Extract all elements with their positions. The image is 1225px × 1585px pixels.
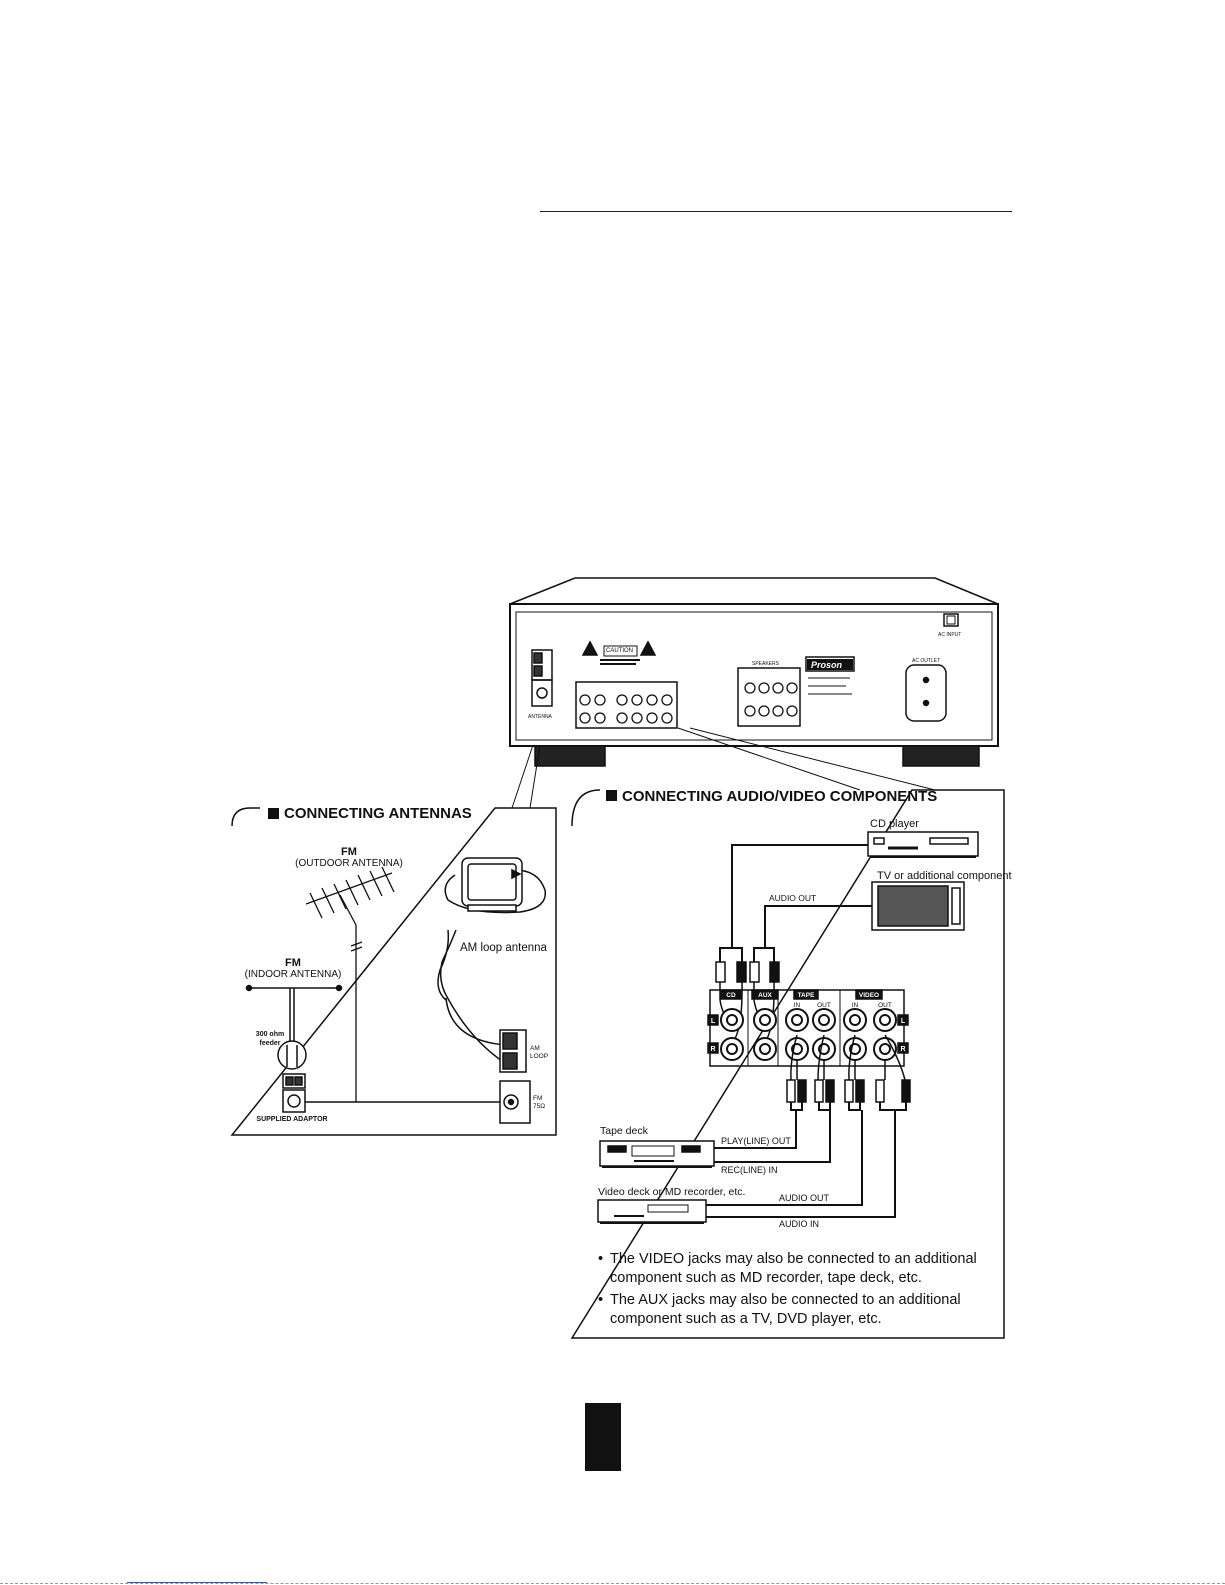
speakers-text: SPEAKERS (752, 661, 780, 667)
fm-indoor-sub: (INDOOR ANTENNA) (245, 969, 342, 980)
note-1-line-1: The VIDEO jacks may also be connected to… (610, 1251, 977, 1267)
rca-jack-panel (707, 989, 909, 1067)
am-terminal-label-1: AM (530, 1045, 540, 1052)
antennas-frame (230, 807, 557, 1136)
rear-video-label: VIDEO (653, 685, 668, 690)
rca-input-panel (575, 681, 678, 729)
page-tab (585, 1403, 621, 1471)
footer-rule (0, 1583, 1225, 1584)
receiver-rear-panel (509, 577, 999, 809)
channel-r-right: R (900, 1046, 905, 1053)
feeder-label-2: feeder (259, 1040, 280, 1047)
speaker-terminals (737, 667, 801, 727)
audio-out-bottom-label: AUDIO OUT (779, 1193, 830, 1203)
play-line-out-label: PLAY(LINE) OUT (721, 1136, 791, 1146)
am-loop-antenna-icon (437, 857, 547, 1064)
supplied-adaptor-icon (282, 1073, 500, 1113)
fm-terminal (531, 679, 553, 707)
av-heading-square (606, 790, 617, 801)
tv-component-label: TV or additional component (877, 870, 1012, 882)
am-terminal-label-2: LOOP (530, 1053, 548, 1060)
tv-icon (871, 881, 965, 931)
tape-in-label: IN (794, 1002, 801, 1009)
audio-out-top-label: AUDIO OUT (769, 893, 816, 903)
rca-plugs-bottom (786, 1034, 911, 1111)
cd-player-label: CD player (870, 818, 919, 830)
note-2-line-2: component such as a TV, DVD player, etc. (610, 1311, 882, 1327)
audio-in-bottom-label: AUDIO IN (779, 1219, 819, 1229)
video-deck-label: Video deck or MD recorder, etc. (598, 1186, 745, 1198)
footer-link-underline (127, 1582, 267, 1583)
ac-input (943, 613, 959, 627)
tape-out-label: OUT (817, 1002, 831, 1009)
channel-l-right: L (901, 1018, 906, 1025)
jack-group-tape: TAPE (798, 992, 816, 999)
cd-player-icon (867, 831, 979, 858)
fm-terminal-label-2: 75Ω (533, 1103, 545, 1110)
note-aux-jacks: •The AUX jacks may also be connected to … (598, 1292, 961, 1327)
jack-group-cd: CD (726, 992, 736, 999)
caution-label: CAUTION (606, 648, 633, 654)
indoor-fm-antenna-icon (245, 984, 343, 1070)
channel-r-left: R (710, 1046, 715, 1053)
outdoor-fm-antenna-icon (305, 866, 395, 1102)
antennas-heading-square (268, 808, 279, 819)
tape-deck-icon (599, 1140, 715, 1168)
antennas-heading: CONNECTING ANTENNAS (284, 805, 472, 822)
antenna-terminal-block (499, 1029, 531, 1124)
av-heading: CONNECTING AUDIO/VIDEO COMPONENTS (622, 788, 937, 805)
note-2-line-1: The AUX jacks may also be connected to a… (610, 1292, 961, 1308)
right-foot (902, 745, 980, 767)
tape-deck-label: Tape deck (600, 1125, 649, 1137)
ac-outlet-text: AC OUTLET (912, 658, 940, 664)
ac-input-text: AC INPUT (938, 632, 961, 638)
jack-group-video: VIDEO (859, 992, 879, 999)
jack-group-aux: AUX (758, 992, 772, 999)
ac-outlet (905, 664, 947, 722)
left-foot (534, 745, 606, 767)
feeder-label-1: 300 ohm (256, 1031, 284, 1038)
rear-tape-label: TAPE (625, 685, 636, 690)
brand-text-overlay: Proson (811, 660, 843, 670)
rec-line-in-label: REC(LINE) IN (721, 1165, 778, 1175)
header-rule (540, 211, 1012, 212)
rear-aux-label: AUX (604, 685, 613, 690)
antenna-text: ANTENNA (528, 714, 553, 720)
am-loop-antenna-label: AM loop antenna (460, 942, 548, 954)
fm-terminal-label-1: FM (533, 1095, 542, 1102)
brand-label (805, 656, 855, 672)
video-out-label: OUT (878, 1002, 892, 1009)
fm-indoor-title: FM (285, 957, 301, 969)
fm-outdoor-title: FM (341, 846, 357, 858)
rear-cd-label: CD (586, 685, 593, 690)
video-in-label: IN (852, 1002, 859, 1009)
channel-l-left: L (711, 1018, 716, 1025)
fm-outdoor-sub: (OUTDOOR ANTENNA) (295, 858, 403, 869)
adaptor-label: SUPPLIED ADAPTOR (256, 1116, 327, 1123)
note-video-jacks: •The VIDEO jacks may also be connected t… (598, 1251, 977, 1286)
note-1-line-2: component such as MD recorder, tape deck… (610, 1270, 922, 1286)
video-deck-icon (597, 1199, 707, 1224)
